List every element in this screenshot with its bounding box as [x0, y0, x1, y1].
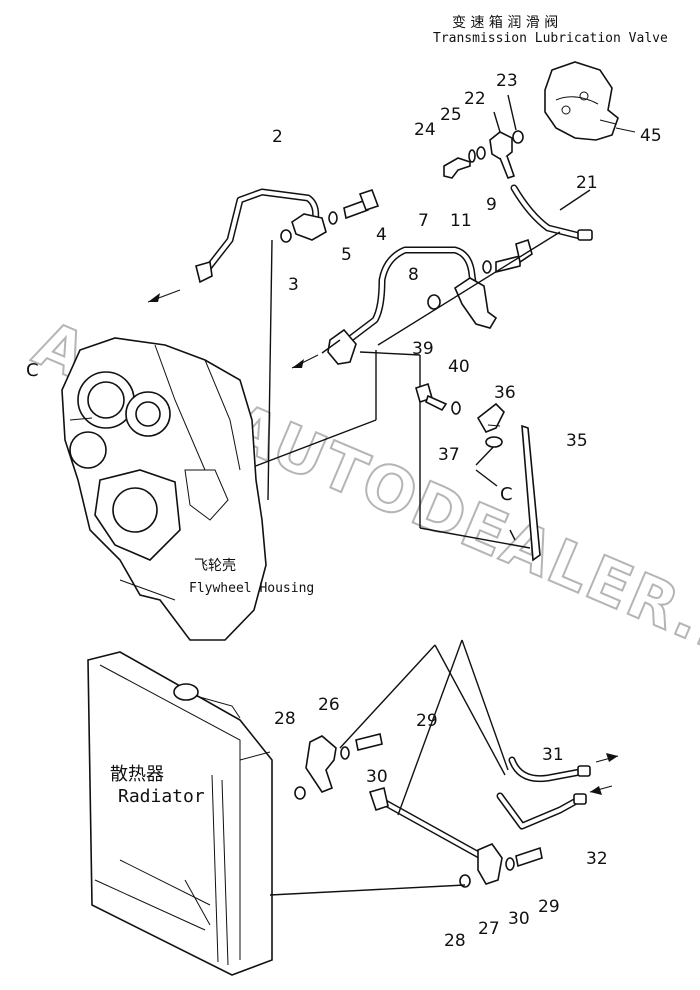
flywheel-label-cn: 飞轮壳 — [194, 557, 236, 574]
callout-37: 37 — [438, 445, 460, 465]
callout-23: 23 — [496, 71, 518, 91]
ref-c-right: C — [500, 484, 513, 505]
pipe-2 — [195, 188, 380, 284]
callout-30-bottom: 30 — [508, 909, 530, 929]
valve-label-cn: 变 速 箱 润 滑 阀 — [452, 14, 558, 31]
callout-22: 22 — [464, 89, 486, 109]
callout-29-top: 29 — [416, 711, 438, 731]
callout-11: 11 — [450, 211, 472, 231]
bracket-group-36-40 — [415, 382, 541, 562]
connection-lines — [147, 231, 561, 549]
radiator-label-cn: 散热器 — [110, 764, 164, 785]
callout-36: 36 — [494, 383, 516, 403]
callout-24: 24 — [414, 120, 436, 140]
radiator — [87, 651, 273, 976]
callout-26: 26 — [318, 695, 340, 715]
radiator-pipes — [269, 639, 619, 896]
callout-4: 4 — [376, 225, 387, 245]
flywheel-label-en: Flywheel Housing — [189, 581, 314, 596]
callout-40: 40 — [448, 357, 470, 377]
callout-28-bottom: 28 — [444, 931, 466, 951]
valve-fitting-group — [443, 94, 524, 179]
callout-9: 9 — [486, 195, 497, 215]
ref-c-left: C — [26, 360, 39, 381]
callout-25: 25 — [440, 105, 462, 125]
callout-28-top: 28 — [274, 709, 296, 729]
transmission-lubrication-valve — [544, 61, 636, 141]
callout-27: 27 — [478, 919, 500, 939]
callout-30-top: 30 — [366, 767, 388, 787]
callout-8: 8 — [408, 265, 419, 285]
callout-35: 35 — [566, 431, 588, 451]
callout-31: 31 — [542, 745, 564, 765]
callout-3: 3 — [288, 275, 299, 295]
valve-label-en: Transmission Lubrication Valve — [433, 31, 668, 46]
callout-39: 39 — [412, 339, 434, 359]
callout-2: 2 — [272, 127, 283, 147]
callout-45: 45 — [640, 126, 662, 146]
callout-29-bottom: 29 — [538, 897, 560, 917]
callout-32: 32 — [586, 849, 608, 869]
callout-21: 21 — [576, 173, 598, 193]
hose-21 — [510, 184, 593, 241]
callout-5: 5 — [341, 245, 352, 265]
bolt-9-washer-11 — [482, 238, 533, 274]
flywheel-housing — [61, 337, 267, 641]
callout-7: 7 — [418, 211, 429, 231]
radiator-label-en: Radiator — [118, 786, 205, 807]
